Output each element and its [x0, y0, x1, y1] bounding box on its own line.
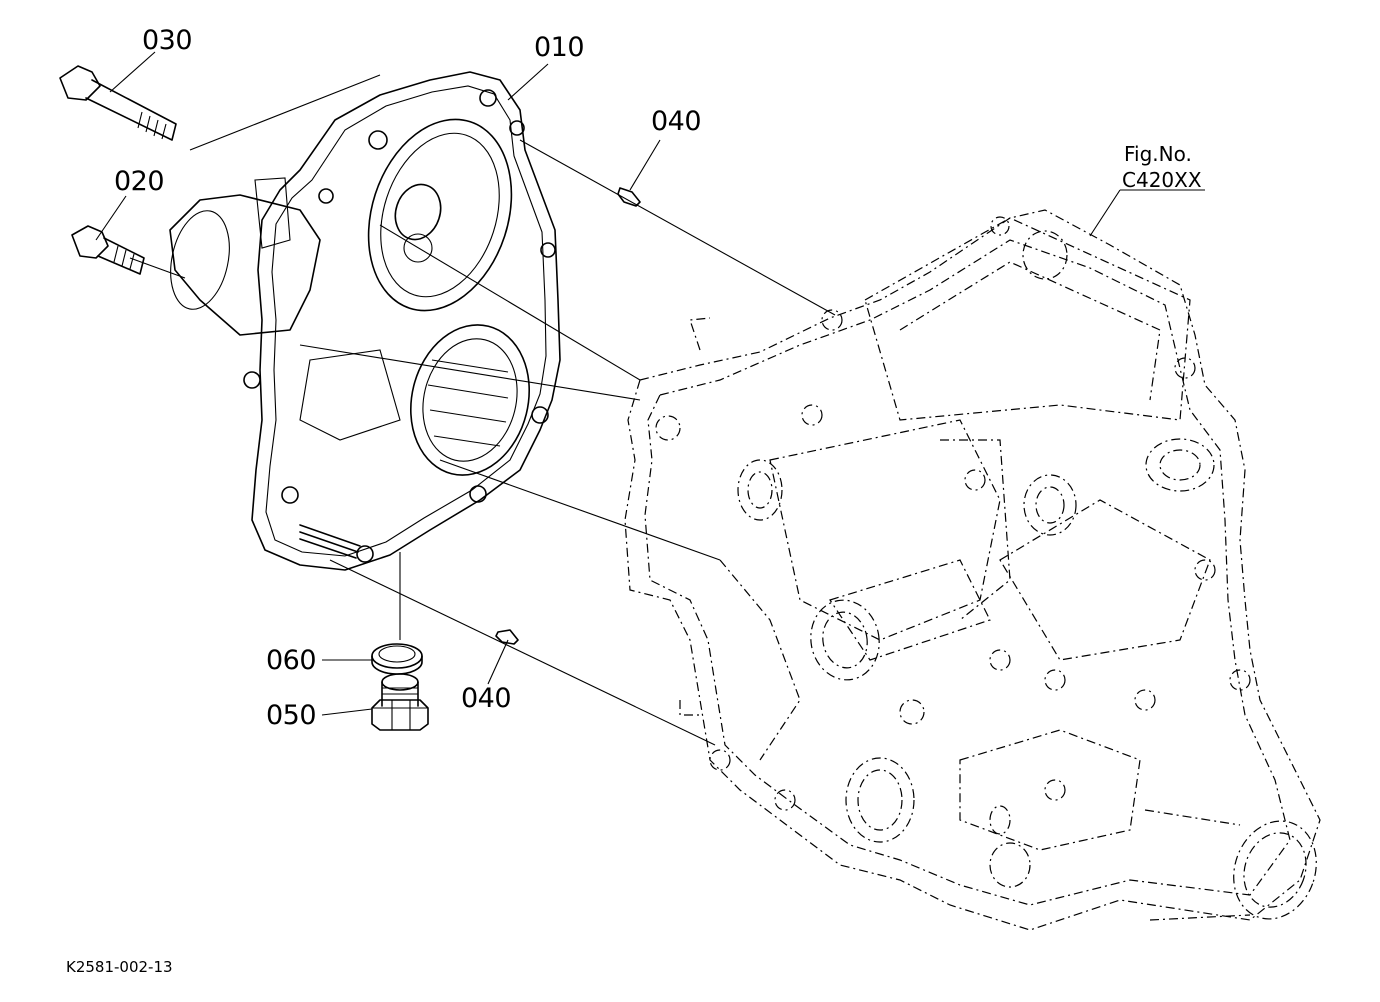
fig-code[interactable]: C420XX	[1122, 168, 1202, 192]
callout-040-bottom[interactable]: 040	[461, 683, 512, 714]
callout-020[interactable]: 020	[114, 166, 165, 197]
pin-040-bottom	[495, 629, 519, 645]
seal-washer-060	[371, 643, 423, 675]
callout-leaders	[95, 51, 1205, 716]
bolt-020-part	[71, 225, 145, 275]
callout-060[interactable]: 060	[266, 645, 317, 676]
bolt-030-part	[59, 65, 177, 141]
explosion-centerlines	[129, 74, 836, 746]
transmission-case-phantom	[624, 209, 1321, 931]
drain-plug-050	[371, 673, 429, 731]
callout-050[interactable]: 050	[266, 700, 317, 731]
fig-no-label: Fig.No.	[1124, 142, 1192, 166]
cover-housing-010	[169, 71, 561, 571]
pin-040-top	[617, 187, 641, 207]
callout-030[interactable]: 030	[142, 25, 193, 56]
callout-010[interactable]: 010	[534, 32, 585, 63]
callout-040-top[interactable]: 040	[651, 106, 702, 137]
drawing-code: K2581-002-13	[66, 958, 173, 976]
